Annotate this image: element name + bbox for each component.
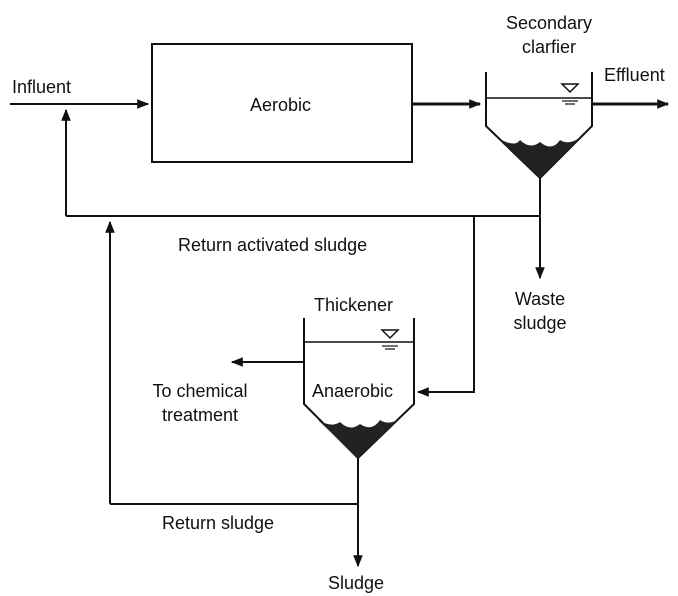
waste-sludge-label-line1: Waste [514,289,566,309]
secondary-clarifier-label-line1: Secondary [505,13,593,33]
return-activated-sludge-label: Return activated sludge [178,235,368,255]
sludge-label: Sludge [328,573,385,593]
aerobic-label: Aerobic [250,95,312,115]
effluent-label: Effluent [604,65,665,85]
thickener-label: Thickener [314,295,394,315]
secondary-clarifier [485,72,593,180]
influent-label: Influent [12,77,72,97]
secondary-clarifier-label-line2: clarfier [521,37,576,57]
anaerobic-label: Anaerobic [312,381,394,401]
to-chemical-label-line1: To chemical [152,381,248,401]
to-chemical-label-line2: treatment [161,405,239,425]
waste-sludge-label-line2: sludge [513,313,567,333]
return-sludge-label: Return sludge [162,513,275,533]
